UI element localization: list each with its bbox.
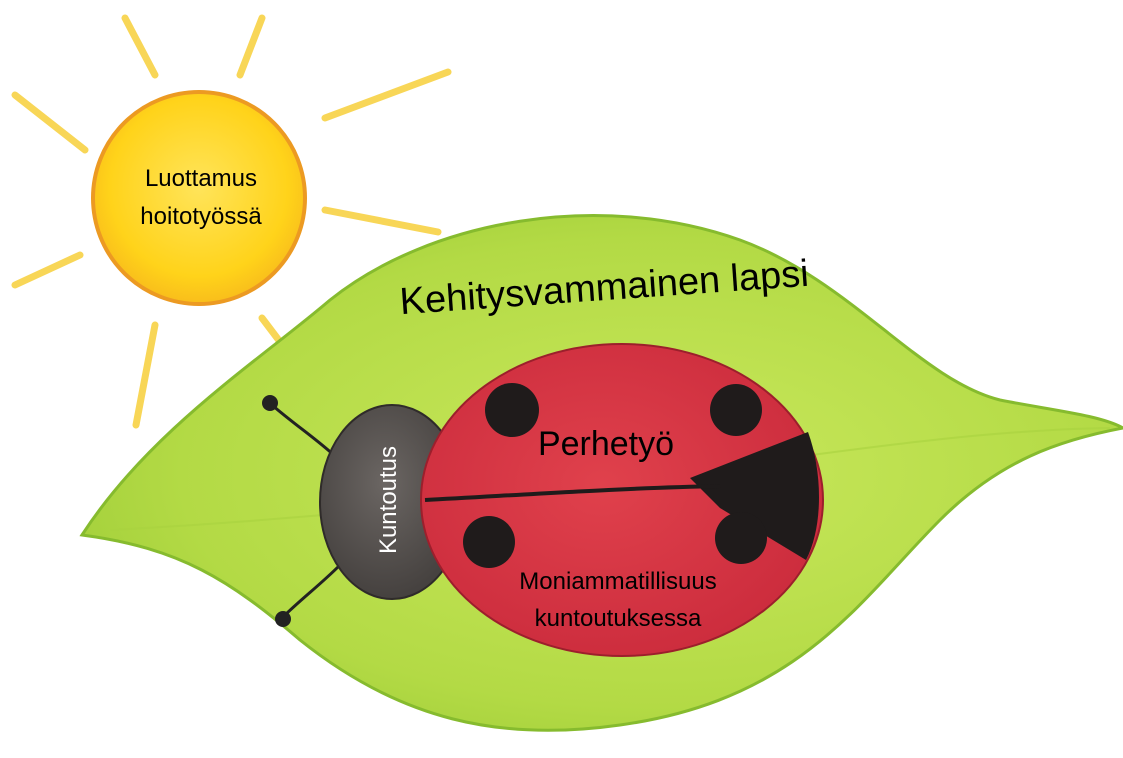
sun-ray — [15, 95, 85, 150]
sun-ray — [325, 210, 438, 232]
sun-ray — [125, 18, 155, 75]
sun-label-line1: Luottamus — [145, 165, 257, 192]
sun-ray — [240, 18, 262, 75]
sun-ray — [136, 325, 155, 425]
upper-wing-label: Perhetyö — [538, 425, 674, 463]
lower-wing-label-line2: kuntoutuksessa — [535, 605, 702, 632]
antenna-tip-lower — [275, 611, 291, 627]
sun-ray — [325, 72, 448, 118]
sun-circle — [93, 92, 305, 304]
spot — [715, 512, 767, 564]
sun-label-line2: hoitotyössä — [140, 203, 262, 230]
head-label: Kuntoutus — [375, 446, 402, 554]
sun-ray — [15, 255, 80, 285]
antenna-tip-upper — [262, 395, 278, 411]
spot — [710, 384, 762, 436]
spot — [463, 516, 515, 568]
lower-wing-label-line1: Moniammatillisuus — [519, 568, 716, 595]
spot — [485, 383, 539, 437]
